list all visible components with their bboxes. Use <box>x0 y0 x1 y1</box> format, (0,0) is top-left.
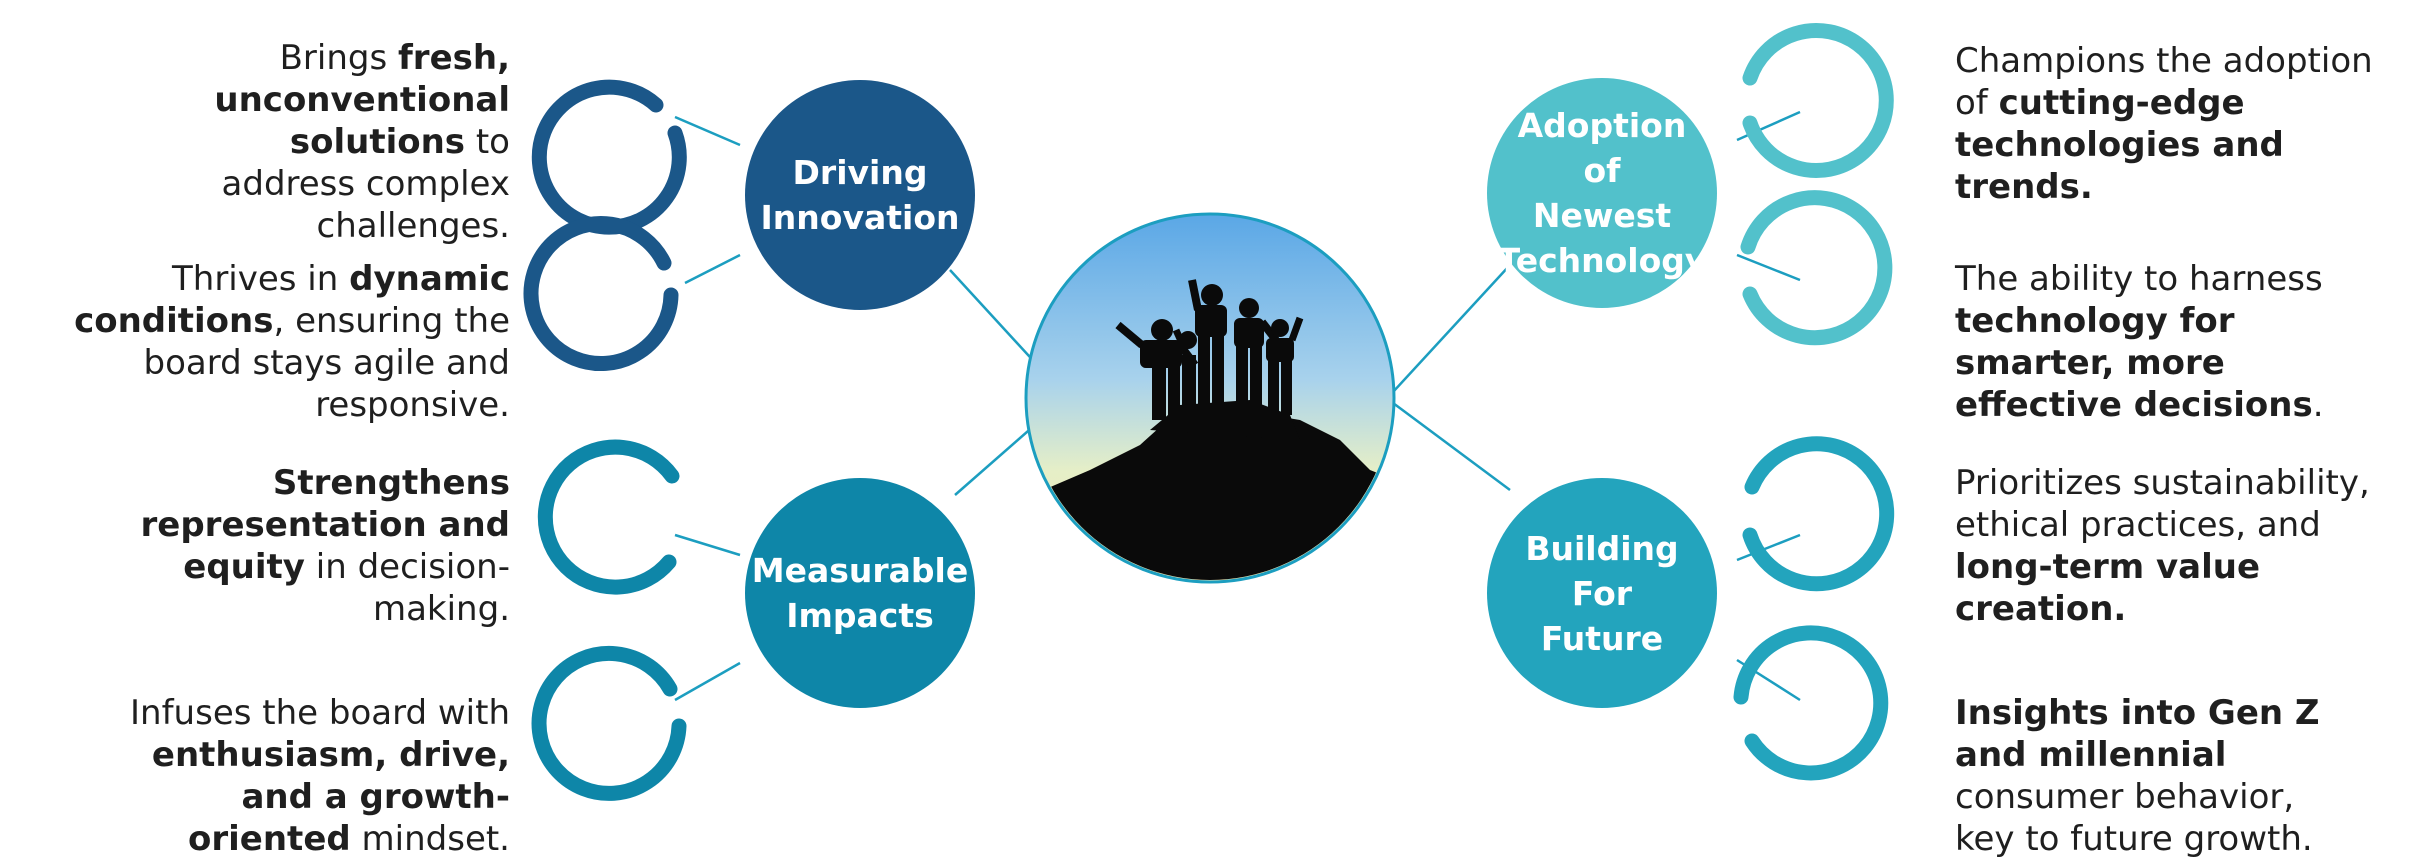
connector-measurable-ring2 <box>674 661 741 702</box>
connector-adoption-ring2 <box>1736 253 1801 282</box>
text-sustainability: Prioritizes sustainability, ethical prac… <box>1955 463 2370 629</box>
ring-gen-z <box>1733 625 1889 781</box>
ring-enthusiasm <box>531 645 687 801</box>
hub-driving-line1: Driving <box>792 153 928 192</box>
hub-adoption-line4: Technology <box>1497 241 1707 280</box>
hub-adoption-line1: Adoption <box>1517 106 1687 145</box>
hub-adoption-line3: Newest <box>1532 196 1672 235</box>
connector-building-center <box>1392 401 1511 492</box>
connector-measurable-ring1 <box>674 533 741 557</box>
hub-building-line1: Building <box>1525 528 1679 568</box>
text-fresh-solutions: Brings fresh, unconventional solutions t… <box>214 38 510 246</box>
text-cutting-edge: Champions the adoption of cutting-edge t… <box>1955 41 2373 207</box>
connector-driving-ring2 <box>684 253 741 285</box>
hub-adoption-newest-technology <box>1487 78 1717 308</box>
hub-building-line2: For <box>1571 573 1633 613</box>
ring-cutting-edge <box>1742 23 1894 178</box>
text-representation: Strengthens representation and equity in… <box>140 463 510 629</box>
hub-adoption-line2: of <box>1583 151 1621 190</box>
hub-building-line3: Future <box>1540 618 1664 658</box>
text-gen-z: Insights into Gen Z and millennial consu… <box>1955 693 2320 859</box>
ring-smarter-decisions <box>1740 190 1893 346</box>
connector-adoption-center <box>1392 264 1511 393</box>
hub-driving-innovation <box>745 80 975 310</box>
hub-label-building-for-future: Building For Future <box>1502 523 1702 663</box>
hub-label-driving-innovation: Driving Innovation <box>760 145 960 245</box>
ring-sustainability <box>1742 436 1895 592</box>
hub-measurable-impacts <box>745 478 975 708</box>
hub-label-adoption-newest-technology: Adoption of Newest Technology <box>1497 103 1707 283</box>
text-enthusiasm: Infuses the board with enthusiasm, drive… <box>130 693 510 859</box>
text-smarter-decisions: The ability to harness technology for sm… <box>1955 259 2324 425</box>
hub-measurable-line2: Impacts <box>786 596 934 635</box>
hub-label-measurable-impacts: Measurable Impacts <box>752 543 968 643</box>
ring-representation <box>537 439 680 595</box>
connector-building-ring1 <box>1736 533 1801 562</box>
center-photo <box>1024 212 1396 584</box>
ring-fresh-solutions <box>531 79 687 235</box>
ring-dynamic-conditions <box>523 216 679 372</box>
connector-driving-ring1 <box>674 115 741 147</box>
hub-building-for-future <box>1487 478 1717 708</box>
text-dynamic-conditions: Thrives in dynamic conditions, ensuring … <box>74 259 510 425</box>
hub-measurable-line1: Measurable <box>751 551 969 590</box>
hub-driving-line2: Innovation <box>760 198 960 237</box>
